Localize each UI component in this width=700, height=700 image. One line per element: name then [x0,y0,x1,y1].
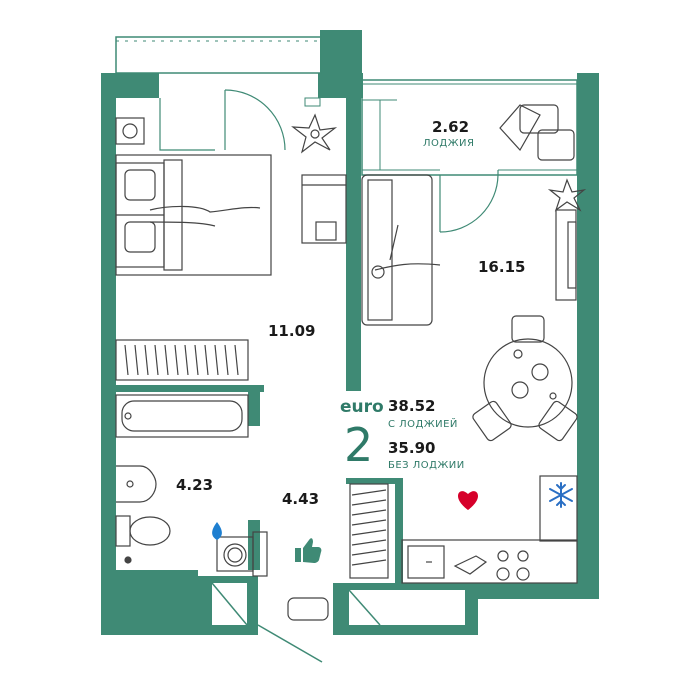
without-loggia-label: БЕЗ ЛОДЖИИ [388,460,465,471]
radiator [115,339,249,381]
doors [159,89,499,233]
wall-left [101,73,116,635]
loggia-area: 2.62 [432,118,470,136]
heart-icon [458,491,478,510]
plant-living [547,178,587,212]
bathroom-area: 4.23 [176,476,214,494]
armchairs [499,104,575,161]
sink [116,465,157,503]
total-without-loggia: 35.90 [388,439,436,457]
washing-machine [216,531,268,577]
bedroom-area: 11.09 [268,322,316,340]
wardrobe-unit [115,117,145,145]
wall-pantry-top [346,478,401,484]
wall-pantry-right [395,478,403,583]
with-loggia-label: С ЛОДЖИЕЙ [388,419,458,430]
wall-bottom-right [478,583,599,599]
loggia-label: ЛОДЖИЯ [423,138,475,149]
thumbs-up-icon [295,538,322,563]
bathtub [115,394,249,438]
water-drop-icon [212,522,222,540]
shelving [349,483,389,579]
kitchen-counter [401,475,578,584]
wall-top-mid [318,73,363,98]
flat-type-label: euro [340,397,384,417]
total-with-loggia: 38.52 [388,397,436,415]
hall-area: 4.43 [282,490,320,508]
wall-column [320,30,362,75]
wall-partition [346,96,361,391]
living-area: 16.15 [478,258,526,276]
tv-stand [555,209,577,301]
wall-bath-stub [248,390,260,426]
balcony-left [115,36,322,74]
rooms-count: 2 [344,418,374,472]
sofa [361,174,441,326]
wall-bottom-left [101,570,198,635]
wall-wc-stub [248,520,260,570]
wall-bedroom-bath [116,385,264,392]
doormat [287,597,329,621]
snowflake-icon [549,482,573,508]
plant-icon [291,113,338,154]
wall-top-left [101,73,159,98]
toilet [115,515,171,564]
wall-right [577,73,599,599]
dining-table [472,315,578,442]
bed [115,154,272,276]
loggia-frame [361,79,578,176]
desk [301,174,347,244]
